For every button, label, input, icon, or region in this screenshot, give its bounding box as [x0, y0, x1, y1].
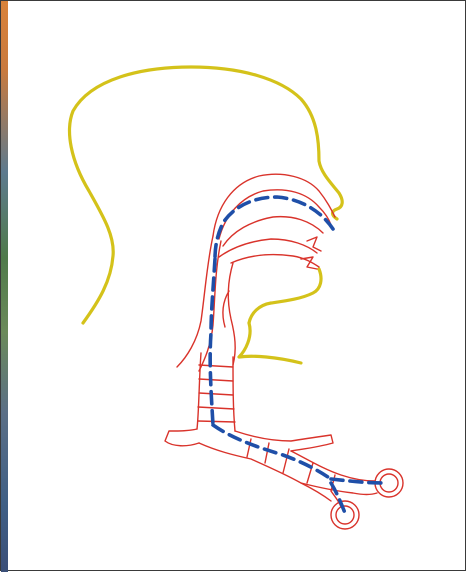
nasal-cavity-line-3 [223, 217, 323, 246]
mouth-red-mark-1 [307, 237, 321, 251]
chin-line [249, 269, 321, 323]
neck-line [239, 323, 301, 363]
trachea-ring [198, 407, 234, 409]
bronchus-ring [265, 443, 269, 463]
airflow-main-bronchus [213, 425, 331, 479]
airflow-path [210, 197, 385, 513]
alveolus-upper-inner [380, 474, 398, 492]
pharynx-posterior-wall [177, 236, 213, 367]
left-bronchus [165, 429, 199, 446]
mouth-line [231, 255, 319, 267]
trachea-ring [199, 379, 233, 381]
alveolus-lower [331, 501, 359, 529]
right-bronchus-lower-wall [199, 443, 331, 501]
trachea-right-wall [233, 357, 235, 431]
airway-outline [165, 174, 403, 529]
bronchus-branch-upper [291, 451, 375, 481]
bronchus-ring [283, 449, 289, 473]
pharynx-anterior-wall [228, 263, 235, 365]
airflow-pharynx-trachea [210, 259, 215, 425]
trachea-ring [199, 365, 233, 367]
trachea-ring [198, 421, 235, 422]
trachea-ring [199, 393, 233, 395]
head-outline [70, 67, 343, 363]
mouth-red-mark-2 [301, 257, 317, 269]
